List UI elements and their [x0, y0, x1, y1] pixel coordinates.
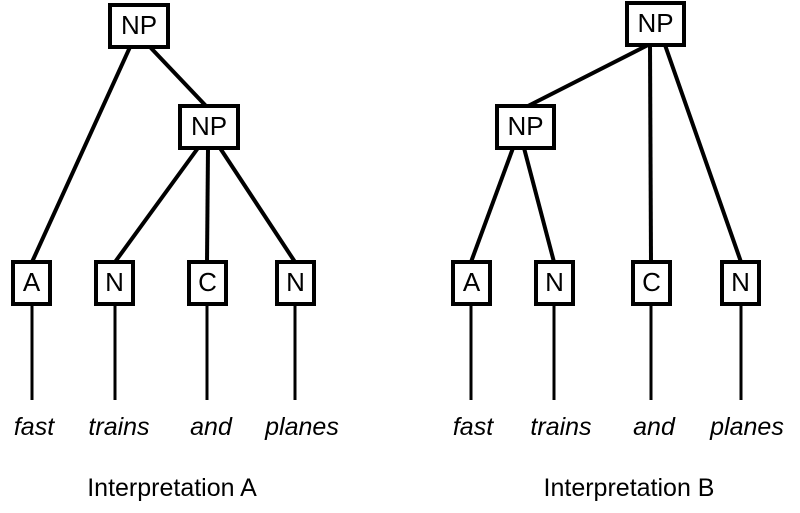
node-box: [631, 260, 672, 306]
node-box: [720, 260, 761, 306]
tree-branch-line: [469, 147, 515, 263]
tree-branch-line: [663, 44, 743, 263]
tree-branch-line: [113, 146, 200, 264]
tree-node[interactable]: NP: [108, 3, 170, 49]
tree-branch-line: [218, 146, 297, 264]
tree-node[interactable]: A: [451, 260, 492, 306]
node-label: NP: [637, 8, 673, 38]
node-label: N: [105, 267, 124, 297]
tree-caption: Interpretation B: [544, 474, 715, 502]
terminal-word: planes: [709, 413, 784, 441]
node-box: [108, 3, 170, 49]
node-box: [534, 260, 575, 306]
tree-node[interactable]: A: [11, 260, 52, 306]
tree-branch-line: [205, 147, 210, 263]
node-label: NP: [507, 111, 543, 141]
terminal-word: trains: [88, 413, 149, 441]
tree-branch-line: [148, 45, 208, 108]
node-label: NP: [191, 111, 227, 141]
node-label: N: [286, 267, 305, 297]
terminal-word: planes: [264, 413, 339, 441]
tree-node[interactable]: NP: [625, 1, 686, 47]
node-box: [451, 260, 492, 306]
tree-node[interactable]: C: [187, 260, 228, 306]
node-box: [94, 260, 135, 306]
tree-node[interactable]: N: [275, 260, 316, 306]
node-box: [275, 260, 316, 306]
terminal-word: and: [633, 413, 676, 441]
tree-node[interactable]: N: [94, 260, 135, 306]
node-box: [187, 260, 228, 306]
tree-branch-line: [648, 44, 653, 263]
node-box: [11, 260, 52, 306]
tree-node[interactable]: NP: [495, 104, 556, 150]
node-label: C: [198, 267, 217, 297]
tree-node[interactable]: NP: [178, 104, 240, 150]
tree-node[interactable]: N: [720, 260, 761, 306]
node-box: [625, 1, 686, 47]
node-label: NP: [121, 10, 157, 40]
tree-node[interactable]: N: [534, 260, 575, 306]
node-label: A: [463, 267, 481, 297]
terminal-word: trains: [530, 413, 591, 441]
node-label: C: [642, 267, 661, 297]
node-label: A: [23, 267, 41, 297]
terminal-word: fast: [453, 413, 494, 441]
node-box: [178, 104, 240, 150]
terminal-word: fast: [14, 413, 55, 441]
terminal-word: and: [190, 413, 233, 441]
tree-caption: Interpretation A: [87, 474, 257, 502]
tree-node[interactable]: C: [631, 260, 672, 306]
node-box: [495, 104, 556, 150]
tree-branch-line: [522, 147, 556, 263]
tree-branch-line: [527, 43, 649, 108]
node-label: N: [545, 267, 564, 297]
tree-branch-line: [30, 46, 132, 263]
node-label: N: [731, 267, 750, 297]
